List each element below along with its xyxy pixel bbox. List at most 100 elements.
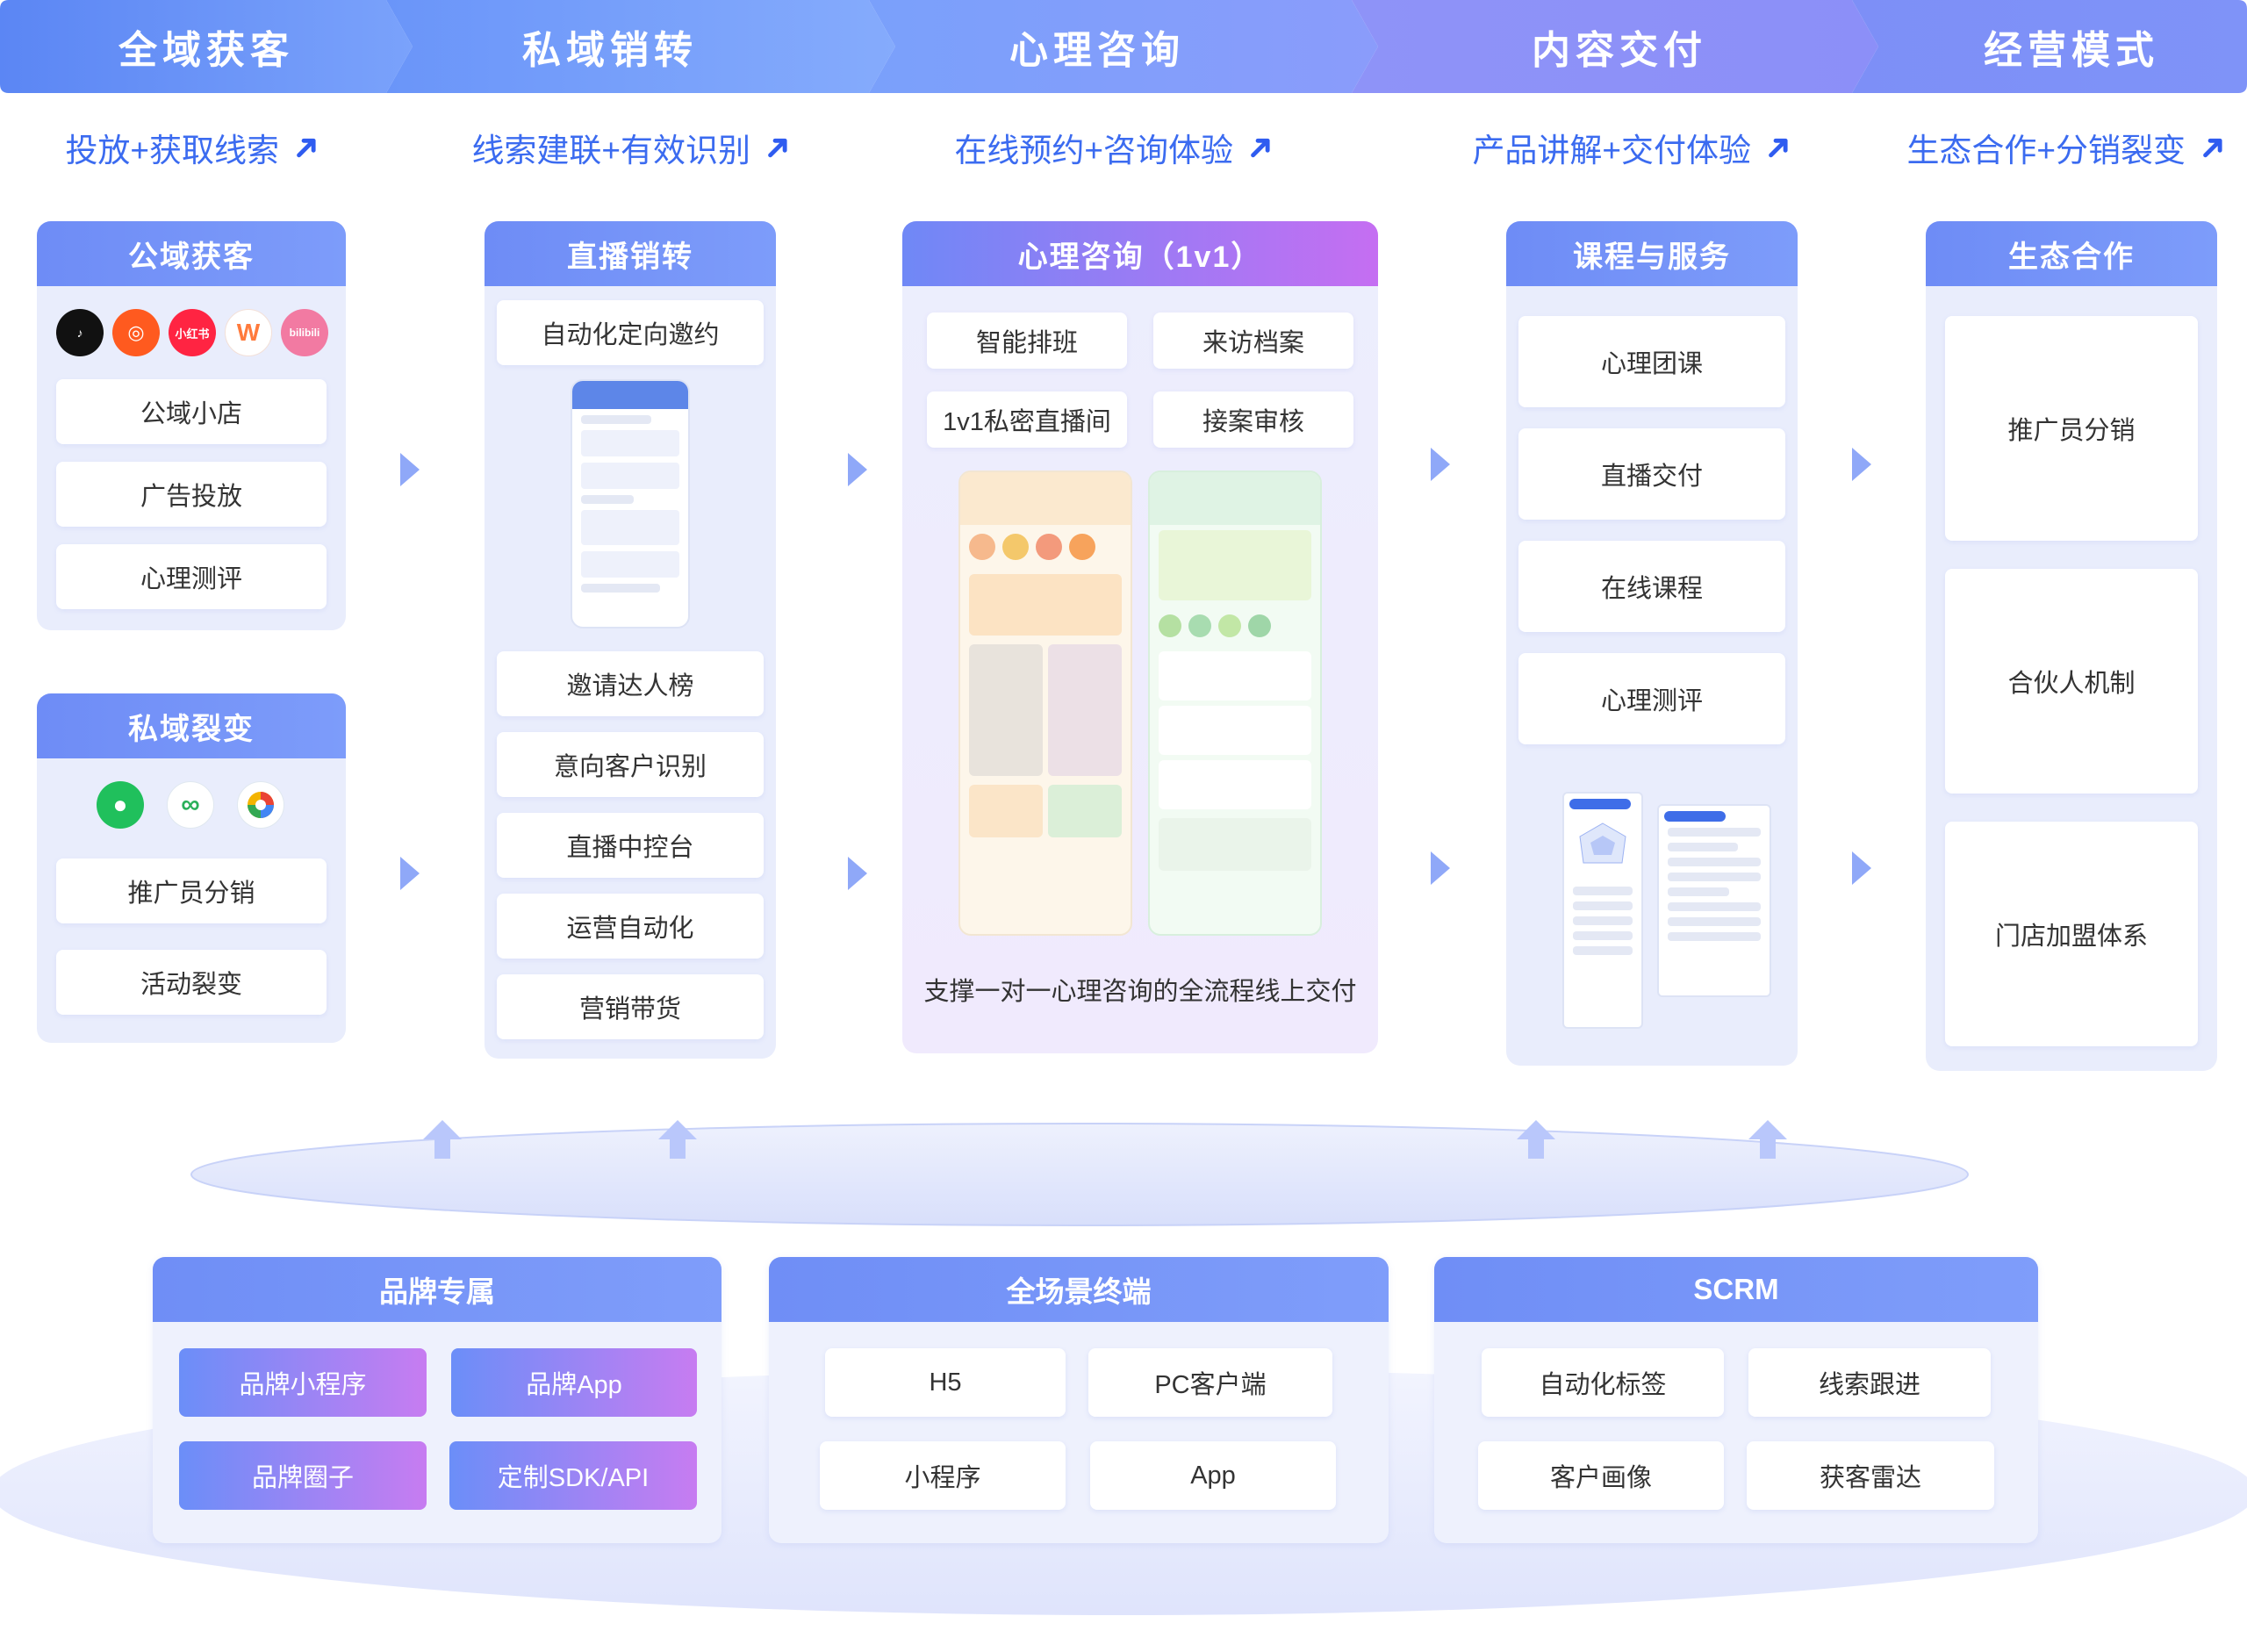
arrow-up-icon (670, 1139, 686, 1159)
panel-title: 直播销转 (485, 221, 776, 286)
panel-title: 全场景终端 (769, 1257, 1389, 1322)
panel-title: 公域获客 (37, 221, 346, 286)
arrow-up-right-icon: ➜ (2188, 123, 2237, 172)
panel-public-acquisition: 公域获客 ♪ ◎ 小红书 W bilibili 公域小店 广告投放 心理测评 (37, 221, 346, 630)
panel-all-terminals: 全场景终端 H5 PC客户端 小程序 App (769, 1257, 1389, 1543)
brand-item[interactable]: 品牌小程序 (179, 1348, 427, 1417)
phone-screenshot (571, 379, 690, 628)
panel-scrm: SCRM 自动化标签 线索跟进 客户画像 获客雷达 (1434, 1257, 2038, 1543)
panel-title: 品牌专属 (153, 1257, 721, 1322)
kuaishou-icon: ◎ (112, 309, 160, 356)
arrow-up-right-icon: ➜ (753, 123, 802, 172)
list-item[interactable]: 直播中控台 (497, 813, 764, 878)
list-item[interactable]: 接案审核 (1153, 391, 1353, 448)
stage-subtitle: 产品讲解+交付体验➜ (1472, 123, 1803, 172)
list-item[interactable]: 广告投放 (56, 462, 327, 527)
list-item[interactable]: 在线课程 (1518, 541, 1785, 632)
flow-arrow-icon (400, 857, 420, 890)
panel-caption: 支撑一对一心理咨询的全流程线上交付 (923, 978, 1357, 1006)
list-item[interactable]: 心理测评 (1518, 653, 1785, 744)
stage-title: 私域销转 (522, 29, 698, 72)
flow-arrow-icon (1431, 851, 1450, 885)
terminal-item[interactable]: 小程序 (820, 1441, 1066, 1510)
stage-subtitle: 生态合作+分销裂变➜ (1906, 123, 2237, 172)
flow-arrow-icon (848, 857, 867, 890)
brand-item[interactable]: 品牌圈子 (179, 1441, 427, 1510)
brand-item[interactable]: 定制SDK/API (449, 1441, 697, 1510)
link-icon: ∞ (167, 781, 214, 829)
list-item[interactable]: 自动化定向邀约 (497, 300, 764, 365)
report-screenshot (1562, 792, 1643, 1029)
flow-arrow-icon (848, 453, 867, 486)
douyin-icon: ♪ (56, 309, 104, 356)
terminal-item[interactable]: App (1090, 1441, 1336, 1510)
arrow-up-icon (1760, 1139, 1776, 1159)
list-item[interactable]: 公域小店 (56, 379, 327, 444)
list-item[interactable]: 智能排班 (927, 312, 1127, 369)
list-item[interactable]: 1v1私密直播间 (927, 391, 1127, 448)
list-item[interactable]: 运营自动化 (497, 894, 764, 959)
panel-title: 生态合作 (1926, 221, 2217, 286)
stage-title: 全域获客 (118, 29, 294, 72)
list-item[interactable]: 营销带货 (497, 974, 764, 1039)
list-item[interactable]: 推广员分销 (56, 858, 327, 923)
list-item[interactable]: 意向客户识别 (497, 732, 764, 797)
stage-title: 内容交付 (1532, 29, 1707, 72)
list-item[interactable]: 心理测评 (56, 544, 327, 609)
stage-title: 心理咨询 (1009, 29, 1185, 72)
xiaohongshu-icon: 小红书 (169, 309, 216, 356)
list-item[interactable]: 门店加盟体系 (1945, 822, 2198, 1046)
stage-subtitle: 在线预约+咨询体验➜ (954, 123, 1285, 172)
weibo-icon: W (225, 309, 272, 356)
arrow-up-icon (1517, 1120, 1555, 1139)
arrow-up-right-icon: ➜ (282, 123, 331, 172)
list-item[interactable]: 来访档案 (1153, 312, 1353, 369)
scrm-item[interactable]: 客户画像 (1478, 1441, 1724, 1510)
report-screenshot (1657, 804, 1771, 997)
panel-course-service: 课程与服务 心理团课 直播交付 在线课程 心理测评 (1506, 221, 1798, 1066)
arrow-up-icon (434, 1139, 450, 1159)
phone-screenshot (1148, 470, 1322, 936)
arrow-up-right-icon: ➜ (1236, 123, 1285, 172)
list-item[interactable]: 心理团课 (1518, 316, 1785, 407)
panel-title: 私域裂变 (37, 693, 346, 758)
flow-arrow-icon (1852, 851, 1871, 885)
panel-ecosystem: 生态合作 推广员分销 合伙人机制 门店加盟体系 (1926, 221, 2217, 1071)
list-item[interactable]: 直播交付 (1518, 428, 1785, 520)
list-item[interactable]: 推广员分销 (1945, 316, 2198, 541)
scrm-item[interactable]: 获客雷达 (1747, 1441, 1994, 1510)
arrow-up-right-icon: ➜ (1754, 123, 1803, 172)
phone-screenshot (958, 470, 1132, 936)
stage-banner (0, 0, 2247, 93)
arrow-up-icon (423, 1120, 462, 1139)
arrow-up-icon (1528, 1139, 1544, 1159)
scrm-item[interactable]: 线索跟进 (1748, 1348, 1991, 1417)
panel-private-fission: 私域裂变 ● ∞ 推广员分销 活动裂变 (37, 693, 346, 1043)
panel-title: 心理咨询（1v1） (902, 221, 1378, 286)
panel-brand-exclusive: 品牌专属 品牌小程序 品牌App 品牌圈子 定制SDK/API (153, 1257, 721, 1543)
stage-title: 经营模式 (1984, 29, 2159, 72)
scrm-item[interactable]: 自动化标签 (1482, 1348, 1724, 1417)
panel-live-conversion: 直播销转 自动化定向邀约 邀请达人榜 意向客户识别 直播中控台 运营自动化 营销… (485, 221, 776, 1059)
aperture-icon (237, 781, 284, 829)
flow-arrow-icon (400, 453, 420, 486)
list-item[interactable]: 合伙人机制 (1945, 569, 2198, 794)
flow-arrow-icon (1852, 448, 1871, 481)
terminal-item[interactable]: H5 (825, 1348, 1066, 1417)
flow-arrow-icon (1431, 448, 1450, 481)
panel-title: 课程与服务 (1506, 221, 1798, 286)
panel-title: SCRM (1434, 1257, 2038, 1322)
bilibili-icon: bilibili (281, 309, 328, 356)
panel-counseling: 心理咨询（1v1） 智能排班 来访档案 1v1私密直播间 接案审核 支撑一对一心… (902, 221, 1378, 1053)
list-item[interactable]: 邀请达人榜 (497, 651, 764, 716)
list-item[interactable]: 活动裂变 (56, 950, 327, 1015)
arrow-up-icon (658, 1120, 697, 1139)
platform-disc (190, 1123, 1969, 1226)
arrow-up-icon (1748, 1120, 1787, 1139)
stage-subtitle: 投放+获取线索➜ (65, 123, 331, 172)
stage-subtitle: 线索建联+有效识别➜ (471, 123, 802, 172)
terminal-item[interactable]: PC客户端 (1088, 1348, 1332, 1417)
wechat-icon: ● (97, 781, 144, 829)
brand-item[interactable]: 品牌App (451, 1348, 697, 1417)
